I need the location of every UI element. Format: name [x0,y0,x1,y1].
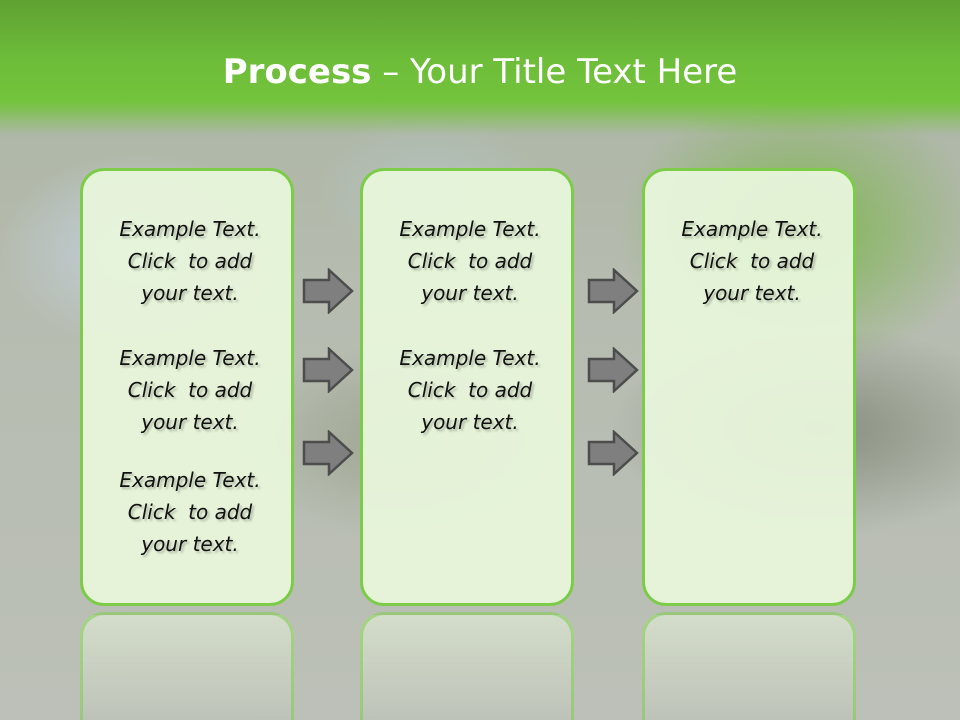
text-item[interactable]: Example Text. Click to add your text. [363,213,577,309]
text-line: Example Text. [399,346,541,370]
box-reflection [642,612,856,720]
text-line: Click to add [689,249,815,273]
text-line: Example Text. [119,217,261,241]
right-arrow-icon[interactable] [302,347,354,393]
text-item[interactable]: Example Text. Click to add your text. [83,213,297,309]
text-item[interactable]: Example Text. Click to add your text. [83,464,297,560]
right-arrow-icon[interactable] [587,347,639,393]
title-bar [0,0,960,135]
process-box-3[interactable]: Example Text. Click to add your text. [642,168,856,606]
title-rest: – Your Title Text Here [371,52,738,92]
text-line: your text. [703,281,801,305]
right-arrow-icon[interactable] [587,430,639,476]
text-line: Click to add [407,249,533,273]
text-line: Click to add [127,500,253,524]
text-line: your text. [141,410,239,434]
slide-title[interactable]: Process – Your Title Text Here [0,52,960,92]
text-line: Example Text. [119,346,261,370]
title-strong: Process [222,52,372,92]
box-reflection [80,612,294,720]
process-box-2[interactable]: Example Text. Click to add your text. Ex… [360,168,574,606]
right-arrow-icon[interactable] [587,268,639,314]
process-box-1[interactable]: Example Text. Click to add your text. Ex… [80,168,294,606]
text-line: your text. [141,281,239,305]
text-line: your text. [421,281,519,305]
box-reflection [360,612,574,720]
text-line: Example Text. [681,217,823,241]
text-item[interactable]: Example Text. Click to add your text. [363,342,577,438]
text-line: your text. [421,410,519,434]
text-line: Click to add [127,249,253,273]
right-arrow-icon[interactable] [302,430,354,476]
text-line: your text. [141,532,239,556]
right-arrow-icon[interactable] [302,268,354,314]
text-line: Click to add [127,378,253,402]
text-item[interactable]: Example Text. Click to add your text. [645,213,859,309]
text-line: Example Text. [119,468,261,492]
text-line: Click to add [407,378,533,402]
text-line: Example Text. [399,217,541,241]
text-item[interactable]: Example Text. Click to add your text. [83,342,297,438]
